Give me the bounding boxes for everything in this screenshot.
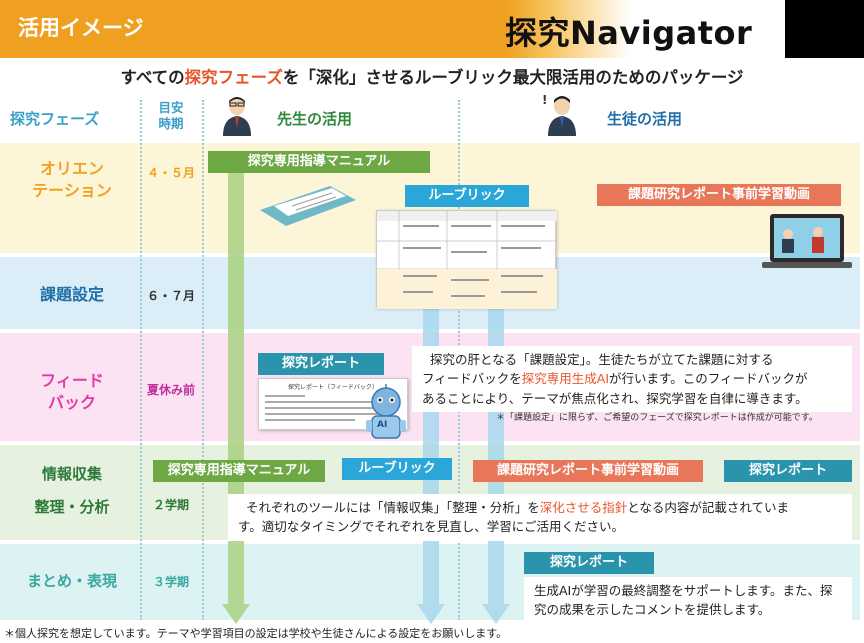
tools-note-line2: す。適切なタイミングでそれぞれを見直し、学習にご活用ください。 [238, 519, 625, 535]
tag-report-feedback: 探究レポート [258, 353, 384, 375]
manual-folder-icon [260, 186, 356, 226]
tag-video-top: 課題研究レポート事前学習動画 [597, 184, 841, 206]
rubric-document-image [376, 210, 557, 309]
phase-feedback: フィード バック [40, 371, 104, 412]
col-period-header: 目安 時期 [158, 100, 184, 132]
period-feedback: 夏休み前 [146, 383, 195, 397]
phase-info-gathering: 情報収集 整理・分析 [34, 465, 110, 516]
feedback-note-line1: 探究の肝となる「課題設定」。生徒たちが立てた課題に対する [422, 350, 842, 369]
phase-task-setting: 課題設定 [39, 285, 104, 304]
feedback-note-line2: フィードバックを探究専用生成AIが行います。このフィードバックが [422, 369, 842, 388]
tag-report-info: 探究レポート [724, 460, 852, 482]
header-orange [0, 0, 505, 58]
divider-1 [140, 100, 142, 620]
tag-rubric-top: ルーブリック [405, 185, 529, 207]
tag-report-summary: 探究レポート [524, 552, 654, 574]
period-orientation: ４・５月 [146, 166, 195, 180]
header-black-block [785, 0, 864, 58]
feedback-note-p2-highlight: 探究専用生成AI [521, 371, 610, 387]
tools-note-post: となる内容が記載されていま [627, 500, 789, 515]
tag-video-info: 課題研究レポート事前学習動画 [473, 460, 703, 482]
subtitle: すべての探究フェーズを「深化」させるルーブリック最大限活用のためのパッケージ [0, 64, 864, 88]
subtitle-pre: すべての [120, 68, 185, 87]
header-gradient [505, 0, 785, 58]
ai-badge-label: AI [377, 420, 388, 430]
col-teacher-header: 先生の活用 [277, 110, 353, 128]
tag-manual-info: 探究専用指導マニュアル [153, 460, 325, 482]
tools-note-line1: それぞれのツールには「情報収集」「整理・分析」を深化させる指針となる内容が記載さ… [238, 498, 842, 517]
feedback-note-p1: 探究の肝となる「課題設定」。生徒たちが立てた課題に対する [429, 352, 774, 367]
summary-note-line2: 究の成果を示したコメントを提供します。 [534, 602, 771, 618]
subtitle-highlight: 探究フェーズ [184, 68, 283, 87]
phase-orientation: オリエン テーション [32, 159, 112, 200]
summary-note: 生成AIが学習の最終調整をサポートします。また、探 究の成果を示したコメントを提… [524, 577, 852, 624]
summary-note-line1: 生成AIが学習の最終調整をサポートします。また、探 [534, 583, 833, 598]
feedback-note-p2: フィードバックを [422, 371, 522, 387]
divider-2 [202, 100, 204, 620]
phase-summary: まとめ・表現 [26, 572, 117, 590]
video-laptop-icon [762, 214, 852, 268]
feedback-footnote: ＊「課題設定」に限らず、ご希望のフェーズで探究レポートは作成が可能です。 [496, 413, 818, 423]
tools-note: それぞれのツールには「情報収集」「整理・分析」を深化させる指針となる内容が記載さ… [228, 494, 852, 541]
report-document-title: 探究レポート（フィードバック） [288, 384, 378, 391]
feedback-note: 探究の肝となる「課題設定」。生徒たちが立てた課題に対する フィードバックを探究専… [412, 346, 852, 413]
tools-note-pre: それぞれのツールには「情報収集」「整理・分析」を [245, 500, 540, 515]
col-phase-header: 探究フェーズ [10, 110, 100, 128]
svg-text:!: ! [542, 93, 547, 107]
page-title: 活用イメージ [18, 16, 144, 40]
teacher-arrow [222, 168, 250, 624]
period-task-setting: ６・７月 [146, 289, 195, 303]
tag-manual-top: 探究専用指導マニュアル [208, 151, 430, 173]
teacher-avatar-icon [223, 97, 251, 136]
feedback-note-line3: あることにより、テーマが焦点化され、探究学習を自律に導きます。 [422, 390, 808, 406]
subtitle-post: を「深化」させるルーブリック最大限活用のためのパッケージ [282, 68, 744, 87]
period-info-gathering: ２学期 [152, 498, 189, 512]
feedback-note-p2-post: が行います。このフィードバックが [609, 371, 808, 387]
tools-note-highlight: 深化させる指針 [539, 500, 628, 515]
period-summary: ３学期 [152, 575, 189, 589]
ai-robot-icon [366, 384, 406, 439]
col-student-header: 生徒の活用 [607, 110, 683, 128]
tag-rubric-info: ルーブリック [342, 458, 452, 480]
student-avatar-icon: ! [542, 93, 576, 136]
brand-logo: 探究Navigator [505, 14, 753, 52]
page-footnote: ＊個人探究を想定しています。テーマや学習項目の設定は学校や生徒さんによる設定をお… [4, 627, 508, 640]
